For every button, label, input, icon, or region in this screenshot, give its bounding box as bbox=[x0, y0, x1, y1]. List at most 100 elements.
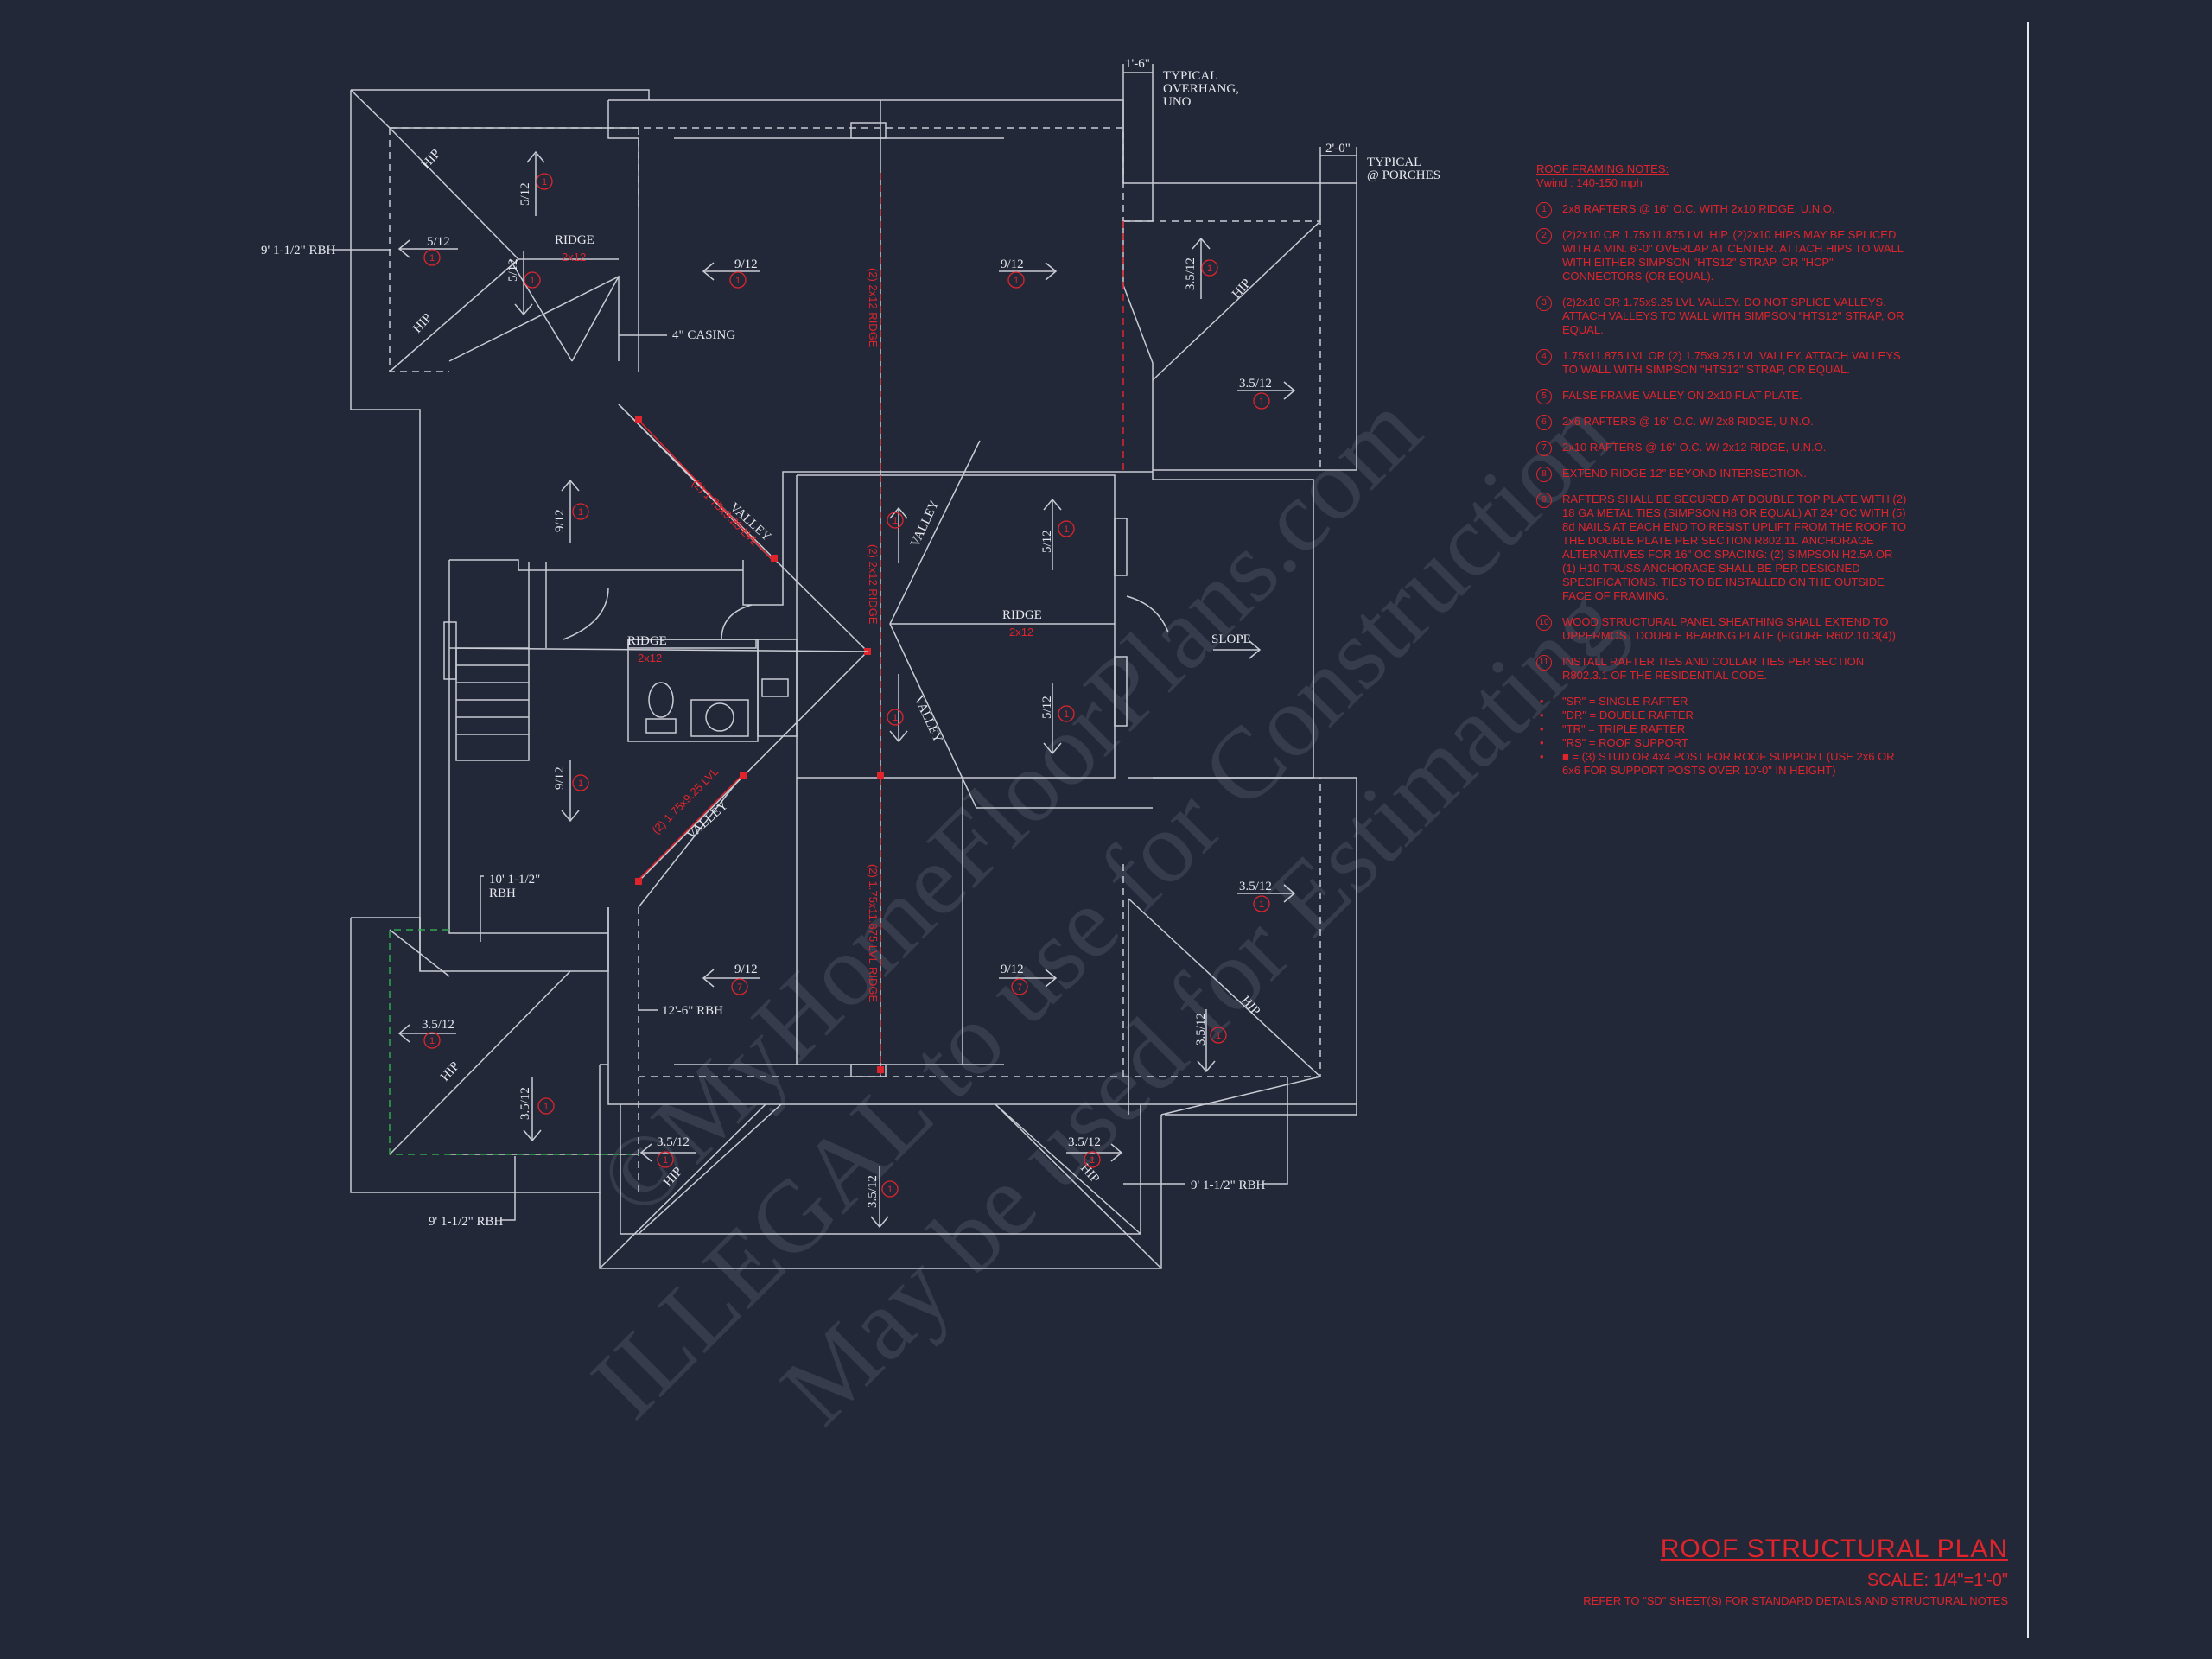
svg-text:1: 1 bbox=[429, 253, 435, 264]
ridge-label: RIDGE bbox=[1002, 608, 1042, 622]
rbh-callout-left: 9' 1-1/2" RBH bbox=[261, 244, 335, 257]
sheet-border-line bbox=[2027, 22, 2029, 1638]
svg-text:7: 7 bbox=[1017, 982, 1022, 993]
rbh-callout-bottom-right: 9' 1-1/2" RBH bbox=[1191, 1179, 1265, 1192]
center-ridge-beam: (2) 2x12 RIDGE bbox=[867, 544, 880, 625]
svg-text:1: 1 bbox=[578, 779, 583, 789]
pitch-label: 9/12 bbox=[734, 257, 758, 271]
ridge-member: 2x12 bbox=[638, 652, 662, 664]
svg-text:1: 1 bbox=[1014, 276, 1019, 286]
valley-label: VALLEY bbox=[684, 798, 731, 842]
casing-callout: 4" CASING bbox=[672, 328, 735, 342]
svg-text:1: 1 bbox=[543, 1102, 549, 1112]
pitch-label: 5/12 bbox=[1040, 530, 1054, 553]
hip-label: HIP bbox=[1230, 276, 1254, 302]
sheet-title: ROOF STRUCTURAL PLAN bbox=[1660, 1535, 2008, 1563]
legend-item: "DR" = DOUBLE RAFTER bbox=[1536, 709, 1908, 722]
ridge-label: RIDGE bbox=[627, 634, 667, 648]
pitch-label: 5/12 bbox=[518, 182, 532, 206]
pitch-label: 3.5/12 bbox=[1184, 257, 1198, 290]
porch-dimension: 2'-0" bbox=[1325, 142, 1351, 156]
svg-text:1: 1 bbox=[1064, 709, 1069, 720]
svg-text:1: 1 bbox=[542, 177, 547, 188]
pitch-label: 3.5/12 bbox=[422, 1018, 454, 1032]
svg-text:1: 1 bbox=[663, 1155, 668, 1166]
pitch-label: 5/12 bbox=[1040, 696, 1054, 719]
typical-overhang-note: UNO bbox=[1163, 95, 1192, 109]
note-item: 2(2)2x10 OR 1.75x11.875 LVL HIP. (2)2x10… bbox=[1536, 228, 1908, 283]
title-block: ROOF STRUCTURAL PLAN SCALE: 1/4"=1'-0" R… bbox=[1583, 1535, 2008, 1607]
pitch-label: 3.5/12 bbox=[657, 1135, 690, 1149]
pitch-label: 3.5/12 bbox=[1239, 880, 1272, 893]
svg-text:1: 1 bbox=[429, 1036, 435, 1046]
typical-porch-note: @ PORCHES bbox=[1367, 168, 1440, 182]
pitch-label: 3.5/12 bbox=[1239, 377, 1272, 391]
structural-members bbox=[635, 173, 1124, 1077]
svg-text:1: 1 bbox=[893, 713, 898, 723]
lower-ridge-beam: (2) 1.75x11.875 LVL RIDGE bbox=[867, 864, 880, 1003]
pitch-label: 9/12 bbox=[734, 963, 758, 976]
interior-features bbox=[443, 559, 868, 761]
svg-text:1: 1 bbox=[1090, 1155, 1095, 1166]
ridge-label: RIDGE bbox=[555, 233, 594, 247]
pitch-label: 3.5/12 bbox=[1194, 1013, 1208, 1046]
typical-overhang-note: OVERHANG, bbox=[1163, 82, 1239, 96]
center-ridge-beam: (2) 2x12 RIDGE bbox=[867, 268, 880, 348]
valley-label: VALLEY bbox=[911, 694, 944, 746]
watermark-line-2: ILLEGAL to use for Construction bbox=[570, 377, 1633, 1440]
porch-outline bbox=[389, 929, 639, 1155]
overhang-dimension: 1'-6" bbox=[1125, 57, 1150, 71]
rbh-callout-12: 12'-6" RBH bbox=[662, 1004, 723, 1018]
valley-label: VALLEY bbox=[908, 498, 942, 550]
hip-label: HIP bbox=[438, 1059, 462, 1084]
svg-text:1: 1 bbox=[1207, 264, 1212, 274]
rbh-callout-middle: 10' 1-1/2" bbox=[489, 873, 540, 887]
svg-text:1: 1 bbox=[1216, 1031, 1221, 1041]
slope-label: SLOPE bbox=[1211, 632, 1251, 646]
legend-item: "TR" = TRIPLE RAFTER bbox=[1536, 722, 1908, 736]
ridge-member: 2x12 bbox=[562, 251, 586, 264]
svg-text:1: 1 bbox=[1064, 524, 1069, 535]
legend-item: "RS" = ROOF SUPPORT bbox=[1536, 736, 1908, 750]
roof-framing-notes: ROOF FRAMING NOTES: Vwind : 140-150 mph … bbox=[1536, 162, 1908, 778]
svg-text:1: 1 bbox=[530, 276, 535, 286]
note-item: 3(2)2x10 OR 1.75x9.25 LVL VALLEY. DO NOT… bbox=[1536, 296, 1908, 337]
legend-item: ■ = (3) STUD OR 4x4 POST FOR ROOF SUPPOR… bbox=[1536, 750, 1908, 778]
rbh-callout-middle: RBH bbox=[489, 887, 516, 900]
ridge-member: 2x12 bbox=[1009, 626, 1033, 639]
pitch-label: 9/12 bbox=[1001, 257, 1024, 271]
svg-text:1: 1 bbox=[735, 276, 741, 286]
sheet-reference: REFER TO "SD" SHEET(S) FOR STANDARD DETA… bbox=[1583, 1594, 2008, 1607]
typical-porch-note: TYPICAL bbox=[1367, 156, 1421, 169]
notes-heading: ROOF FRAMING NOTES: bbox=[1536, 162, 1669, 175]
typical-overhang-note: TYPICAL bbox=[1163, 69, 1217, 83]
svg-text:1: 1 bbox=[887, 1185, 893, 1195]
rbh-callout-bottom-left: 9' 1-1/2" RBH bbox=[429, 1215, 503, 1229]
pitch-label: 5/12 bbox=[427, 235, 450, 249]
legend-item: "SR" = SINGLE RAFTER bbox=[1536, 695, 1908, 709]
svg-text:1: 1 bbox=[893, 516, 898, 526]
pitch-label: 5/12 bbox=[506, 258, 520, 282]
watermark-line-3: May be used for Estimating bbox=[760, 564, 1641, 1446]
pitch-label: 9/12 bbox=[553, 509, 567, 532]
pitch-label: 3.5/12 bbox=[1068, 1135, 1101, 1149]
wind-speed: Vwind : 140-150 mph bbox=[1536, 176, 1643, 189]
svg-text:1: 1 bbox=[1259, 397, 1264, 407]
hip-label: HIP bbox=[410, 311, 435, 336]
reference-tags: 1 1 1 1 1 1 1 1 1 1 1 1 1 1 1 1 1 1 1 1 … bbox=[423, 173, 1270, 1198]
svg-text:7: 7 bbox=[737, 982, 742, 993]
rafter-legend: "SR" = SINGLE RAFTER "DR" = DOUBLE RAFTE… bbox=[1536, 695, 1908, 778]
pitch-label: 9/12 bbox=[553, 766, 567, 790]
dimension-callouts: 1'-6" TYPICAL OVERHANG, UNO 2'-0" TYPICA… bbox=[261, 57, 1440, 1229]
